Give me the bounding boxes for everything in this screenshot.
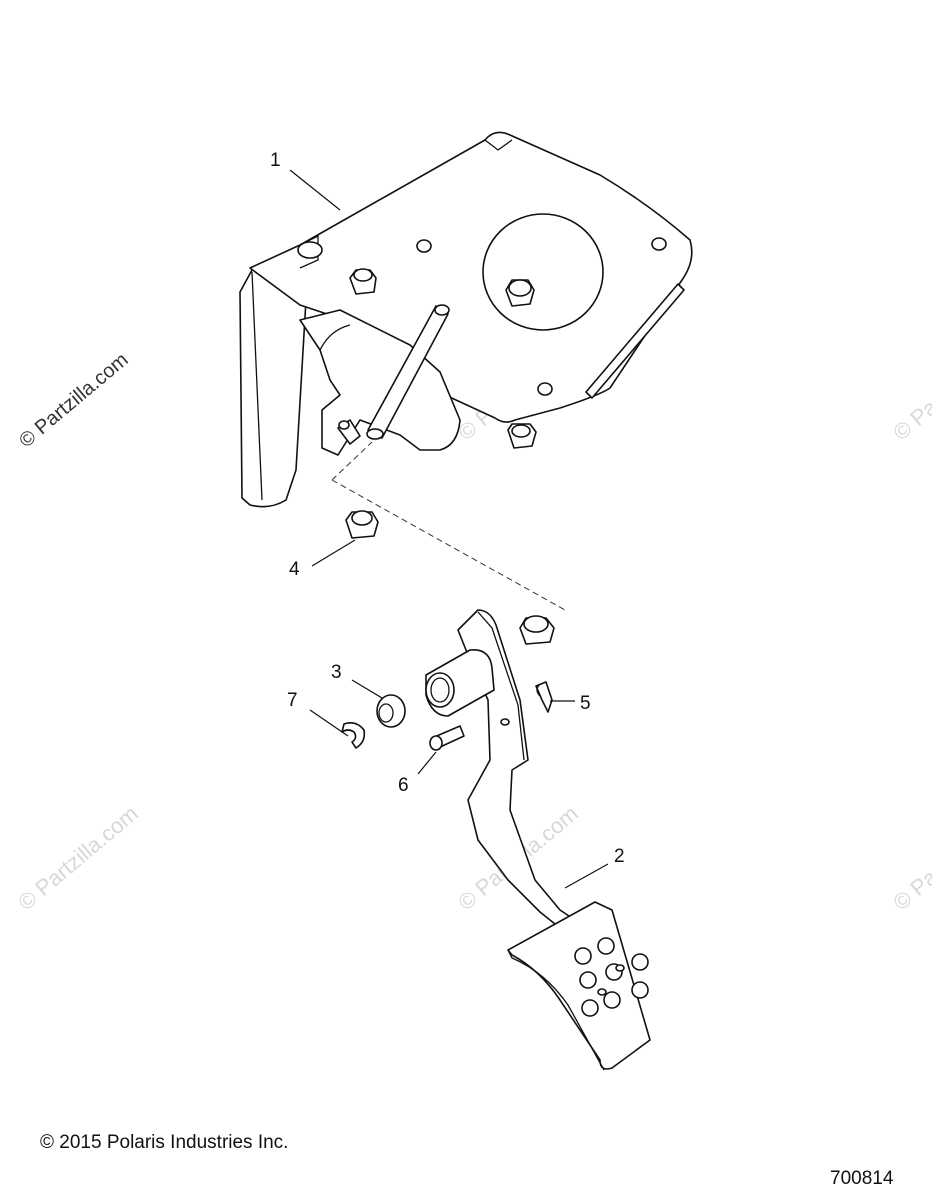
part-1-bracket (239, 131, 693, 508)
callout-1: 1 (270, 150, 281, 171)
callout-5: 5 (580, 693, 591, 714)
callout-3: 3 (331, 662, 342, 683)
part-2-pedal (425, 609, 651, 1071)
callout-2: 2 (614, 846, 625, 867)
part-bushing-right (519, 615, 555, 645)
part-3-washer (376, 694, 406, 728)
pedal-pad-holes (574, 937, 649, 1017)
callout-4: 4 (289, 559, 300, 580)
copyright-text: © 2015 Polaris Industries Inc. (40, 1132, 289, 1153)
part-4-bushing (345, 510, 379, 539)
callout-7: 7 (287, 690, 298, 711)
part-7-eclip (341, 722, 366, 749)
callout-6: 6 (398, 775, 409, 796)
part-6-pin (429, 725, 465, 751)
part-5-clip (535, 681, 553, 713)
diagram-number: 700814 (830, 1168, 894, 1189)
